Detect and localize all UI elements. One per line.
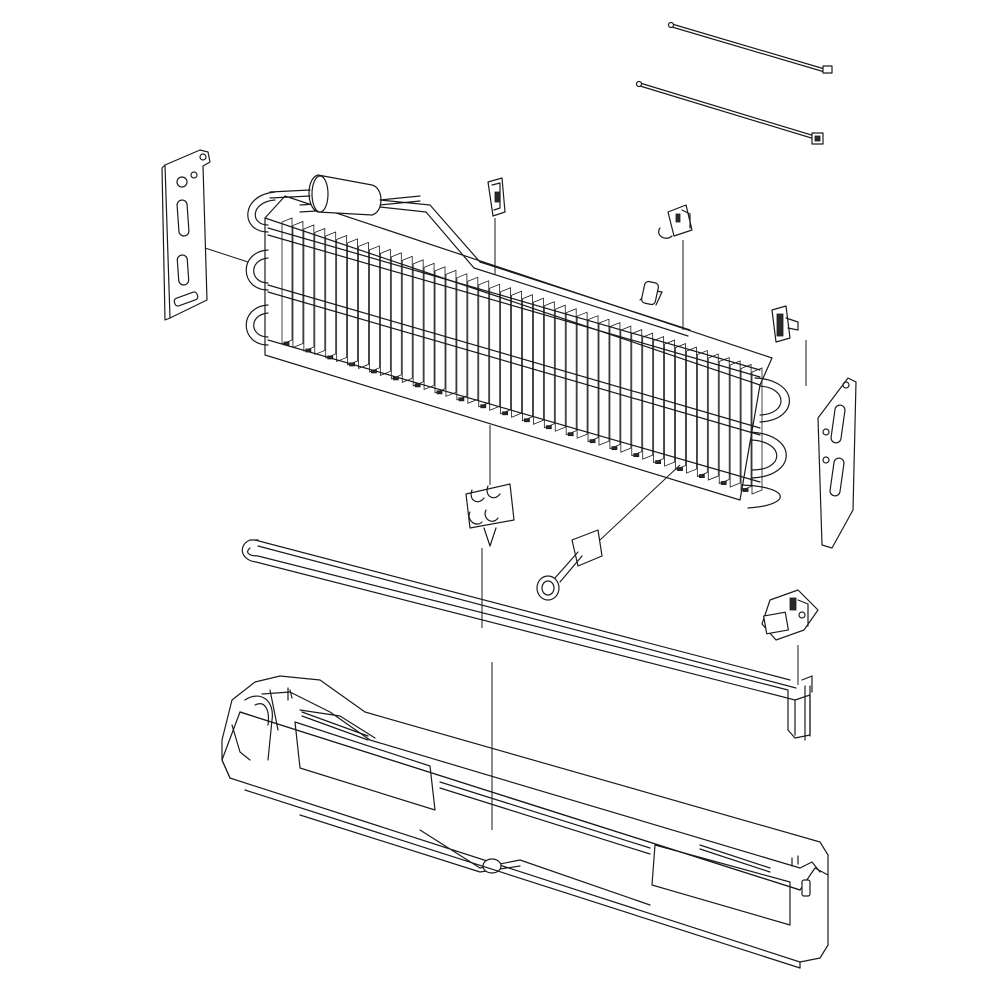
coil-fin <box>532 297 544 425</box>
coil-fin <box>347 238 358 366</box>
fin-tube-notch <box>567 432 574 437</box>
evaporator-coil[interactable] <box>245 191 790 509</box>
coil-fin <box>500 287 512 415</box>
coil-fin <box>412 259 424 387</box>
defrost-thermostat[interactable] <box>536 529 603 601</box>
coil-fin <box>751 367 763 495</box>
coil-fin <box>445 269 457 397</box>
coil-fin <box>642 332 654 460</box>
coil-fin <box>314 227 326 356</box>
coil-fin <box>718 356 730 485</box>
coil-fin <box>609 322 621 450</box>
coil-fin <box>434 266 446 394</box>
tube-holder-top-right[interactable] <box>658 204 693 239</box>
fin-tube-notch <box>414 383 421 388</box>
coil-fin <box>423 262 435 390</box>
fin-tube-notch <box>589 439 596 444</box>
fin-tube-notch <box>611 446 618 451</box>
coil-fin <box>707 353 719 481</box>
fin-tube-notch <box>720 481 727 485</box>
coil-fin <box>325 231 337 359</box>
coil-fin <box>390 252 402 380</box>
fin-tube-notch <box>677 467 683 471</box>
coil-fin <box>740 363 752 492</box>
coil-fin <box>489 283 501 411</box>
coil-fin <box>369 245 380 373</box>
fin-tube-notch <box>698 474 705 478</box>
defrost-sensor-wire-lower[interactable] <box>635 80 824 145</box>
coil-fin <box>358 241 369 370</box>
fin-tube-notch <box>545 425 552 430</box>
coil-fin <box>543 301 555 429</box>
fin-tube-notch <box>327 355 334 360</box>
tube-holder-center[interactable] <box>465 483 515 547</box>
coil-fin <box>379 248 391 376</box>
coil-fin <box>565 308 577 436</box>
coil-fin <box>696 349 708 478</box>
wire-holder-right[interactable] <box>771 305 799 343</box>
coil-fin <box>576 311 588 439</box>
defrost-sensor-wire-upper[interactable] <box>667 21 833 74</box>
fin-tube-notch <box>480 404 487 409</box>
coil-fin <box>401 255 413 383</box>
defrost-heater[interactable] <box>241 539 813 741</box>
coil-fin <box>598 318 610 446</box>
coil-fin <box>664 339 675 467</box>
fin-tube-notch <box>349 362 355 367</box>
fin-tube-notch <box>283 341 290 346</box>
tube-clip-top[interactable] <box>487 177 506 217</box>
coil-fin <box>336 234 348 363</box>
coil-fin <box>292 220 304 349</box>
coil-fin <box>554 304 566 432</box>
coil-fin <box>478 280 490 408</box>
coil-fin <box>467 276 479 404</box>
coil-fin <box>281 217 293 345</box>
coil-fin <box>653 336 665 464</box>
coil-fin <box>587 315 599 443</box>
coil-fin <box>686 346 697 474</box>
fin-tube-notch <box>502 411 509 416</box>
fin-tube-notch <box>392 376 399 381</box>
fin-tube-notch <box>633 453 640 458</box>
evaporator-bracket-right[interactable] <box>817 377 857 549</box>
accumulator[interactable] <box>269 174 421 216</box>
fin-tube-notch <box>655 460 662 465</box>
coil-fin <box>729 360 741 488</box>
drain-pan[interactable] <box>221 675 829 969</box>
coil-fin <box>631 329 643 457</box>
fin-tube-notch <box>436 390 443 395</box>
coil-fin <box>522 294 533 422</box>
coil-fin <box>456 273 468 401</box>
coil-fin <box>620 325 632 453</box>
fin-tube-notch <box>371 369 377 374</box>
coil-fins <box>281 217 763 495</box>
fin-tube-notch <box>305 348 312 353</box>
fin-tube-notch <box>524 418 530 423</box>
evaporator-bracket-left[interactable] <box>161 149 211 321</box>
fin-tube-notch <box>742 488 749 492</box>
fin-tube-notch <box>458 397 465 402</box>
coil-fin <box>675 342 686 471</box>
heater-connector[interactable] <box>761 589 819 641</box>
coil-fin <box>303 224 315 352</box>
coil-fin <box>511 290 522 418</box>
